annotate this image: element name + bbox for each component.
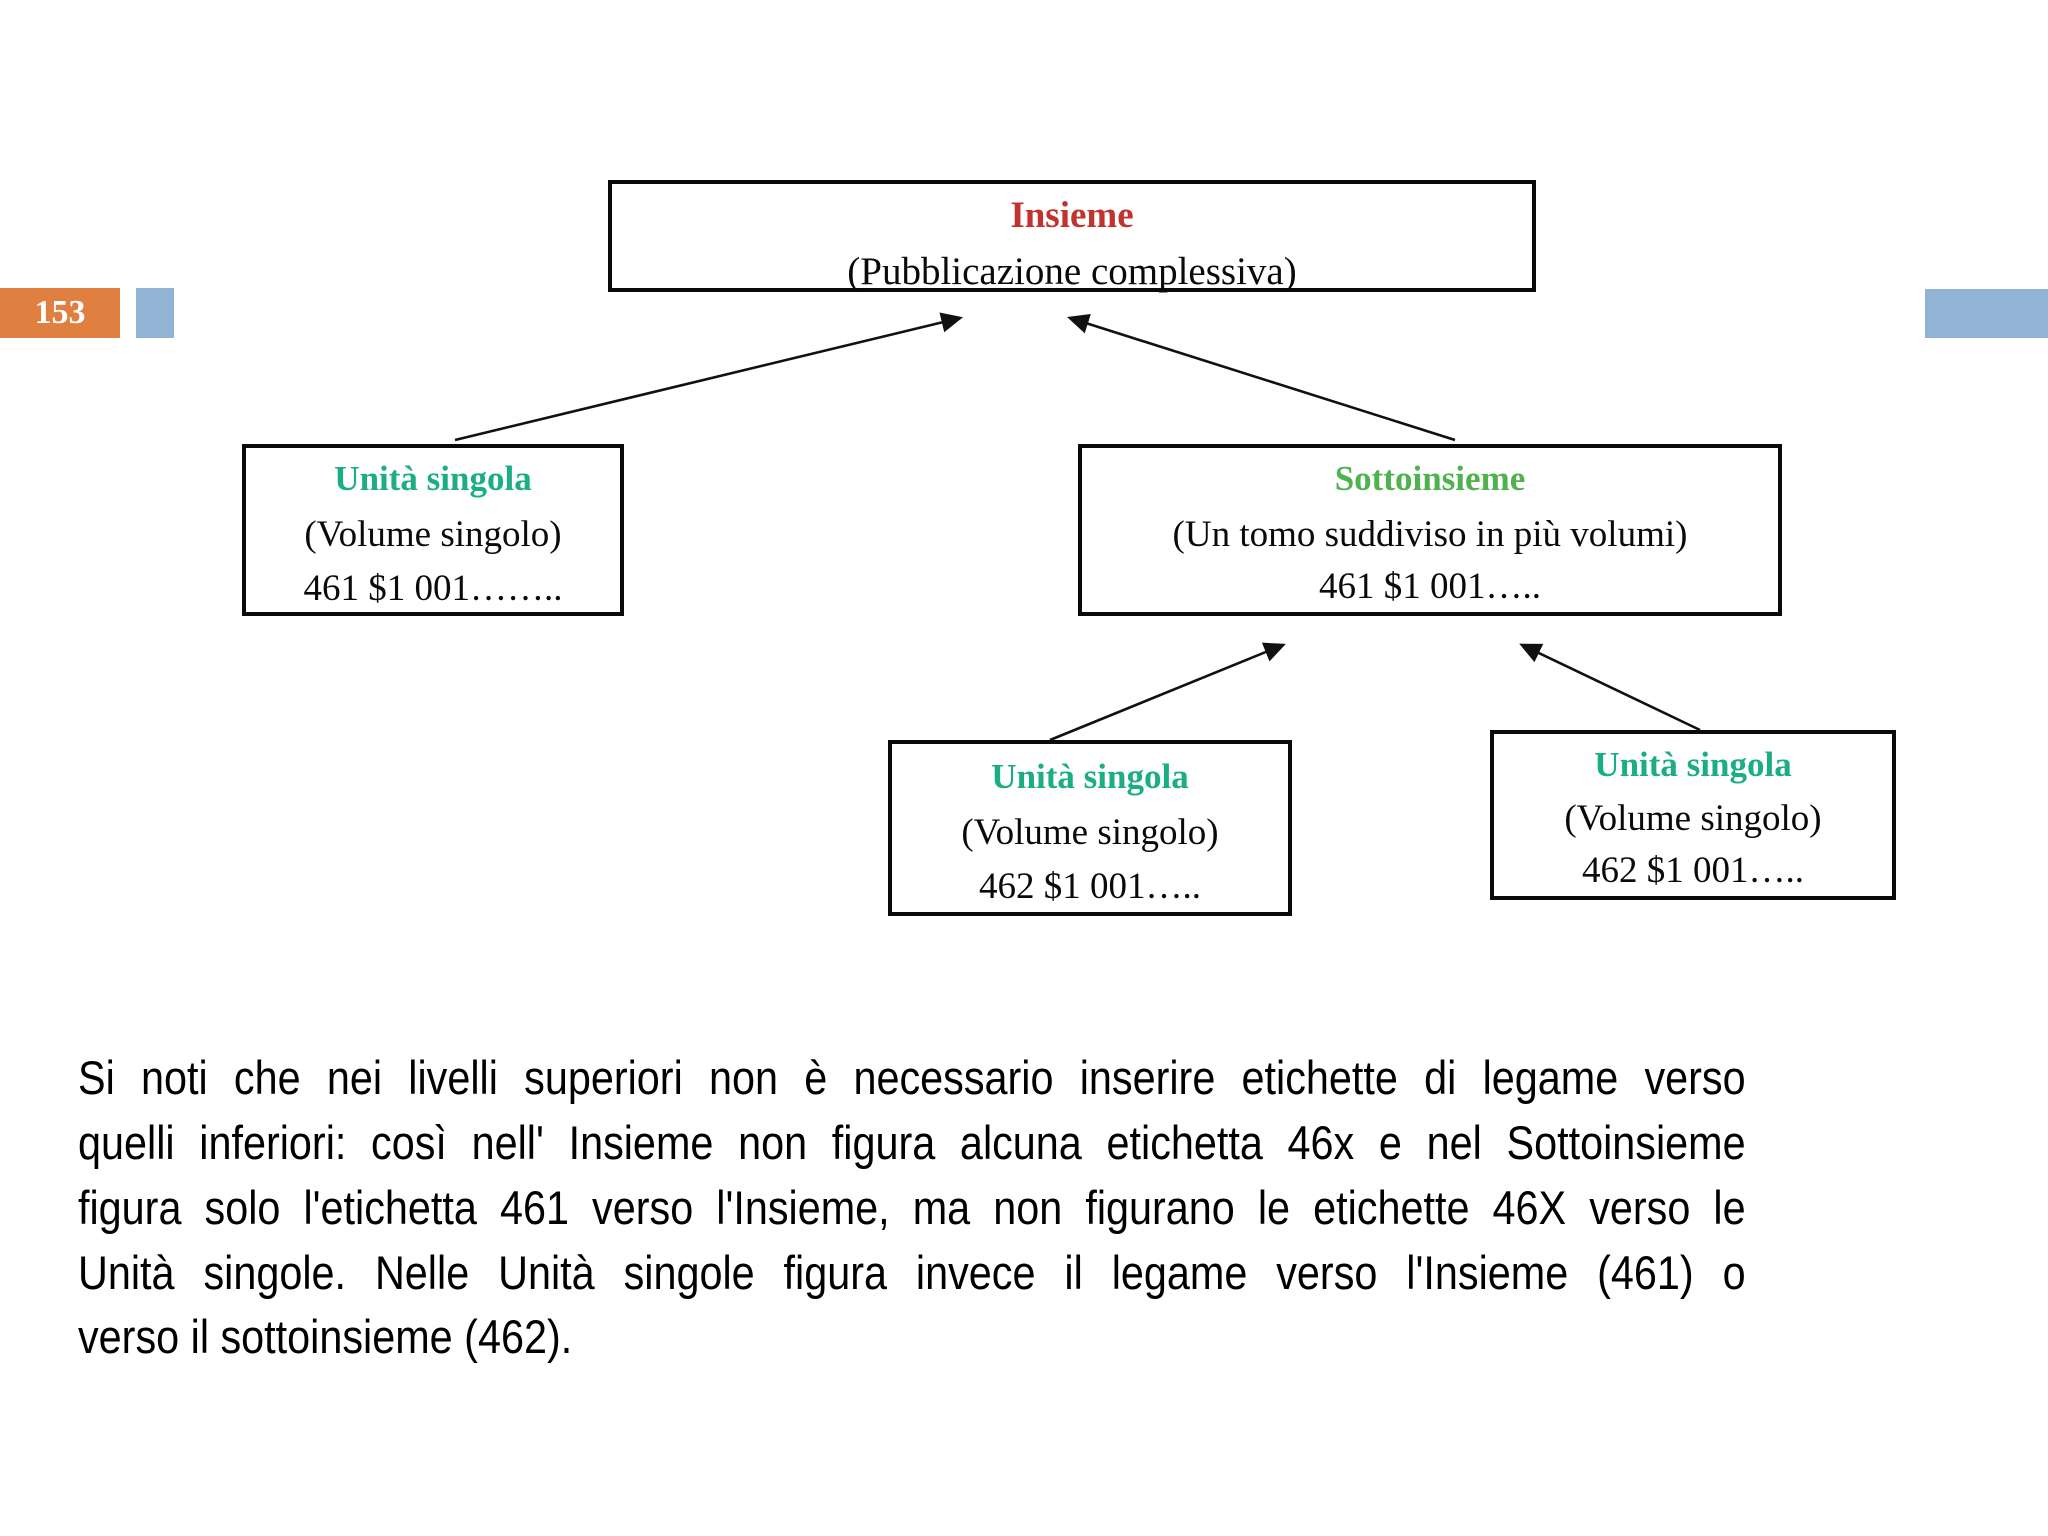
page-number-badge: 153 <box>0 288 120 338</box>
body-line: quelli inferiori: così nell' Insieme non… <box>78 1115 1746 1169</box>
node-unita-singola-bottom-right[interactable]: Unità singola (Volume singolo) 462 $1 00… <box>1490 730 1896 900</box>
body-line: verso il sottoinsieme (462). <box>78 1310 573 1364</box>
node-sottoinsieme[interactable]: Sottoinsieme (Un tomo suddiviso in più v… <box>1078 444 1782 616</box>
node-sottoinsieme-code: 461 $1 001….. <box>1319 566 1541 608</box>
body-line: Unità singole. Nelle Unità singole figur… <box>78 1245 1746 1299</box>
node-insieme-title: Insieme <box>1010 195 1134 236</box>
edge-unita-b2-to-sottoinsieme <box>1519 643 1701 732</box>
body-line: Si noti che nei livelli superiori non è … <box>78 1051 1746 1104</box>
node-unita-singola-left[interactable]: Unità singola (Volume singolo) 461 $1 00… <box>242 444 624 616</box>
node-unita-singola-bottom-left-subtitle: (Volume singolo) <box>961 811 1219 853</box>
body-paragraph: Si noti che nei livelli superiori non è … <box>78 1046 1746 1370</box>
node-insieme[interactable]: Insieme (Pubblicazione complessiva) <box>608 180 1536 293</box>
right-accent-bar <box>1925 289 2048 338</box>
node-unita-singola-left-title: Unità singola <box>334 459 532 498</box>
node-unita-singola-left-subtitle: (Volume singolo) <box>304 513 562 555</box>
page-number: 153 <box>34 294 86 331</box>
node-insieme-subtitle: (Pubblicazione complessiva) <box>847 249 1297 293</box>
node-unita-singola-bottom-left-title: Unità singola <box>991 757 1189 796</box>
node-sottoinsieme-title: Sottoinsieme <box>1334 459 1526 498</box>
edge-unita-left-to-insieme <box>454 312 964 442</box>
node-unita-singola-bottom-left[interactable]: Unità singola (Volume singolo) 462 $1 00… <box>888 740 1292 916</box>
edge-unita-b1-to-sottoinsieme <box>1049 642 1286 742</box>
node-unita-singola-bottom-right-title: Unità singola <box>1594 745 1792 784</box>
node-unita-singola-left-code: 461 $1 001…….. <box>303 568 563 610</box>
node-unita-singola-bottom-right-code: 462 $1 001….. <box>1582 850 1804 892</box>
body-line: figura solo l'etichetta 461 verso l'Insi… <box>78 1180 1746 1234</box>
node-sottoinsieme-subtitle: (Un tomo suddiviso in più volumi) <box>1172 513 1688 555</box>
node-unita-singola-bottom-right-subtitle: (Volume singolo) <box>1564 797 1822 839</box>
badge-accent-square <box>136 288 174 338</box>
edge-sottoinsieme-to-insieme <box>1067 313 1456 442</box>
hierarchy-diagram: Insieme (Pubblicazione complessiva) Unit… <box>242 180 1896 916</box>
node-unita-singola-bottom-left-code: 462 $1 001….. <box>979 866 1201 908</box>
